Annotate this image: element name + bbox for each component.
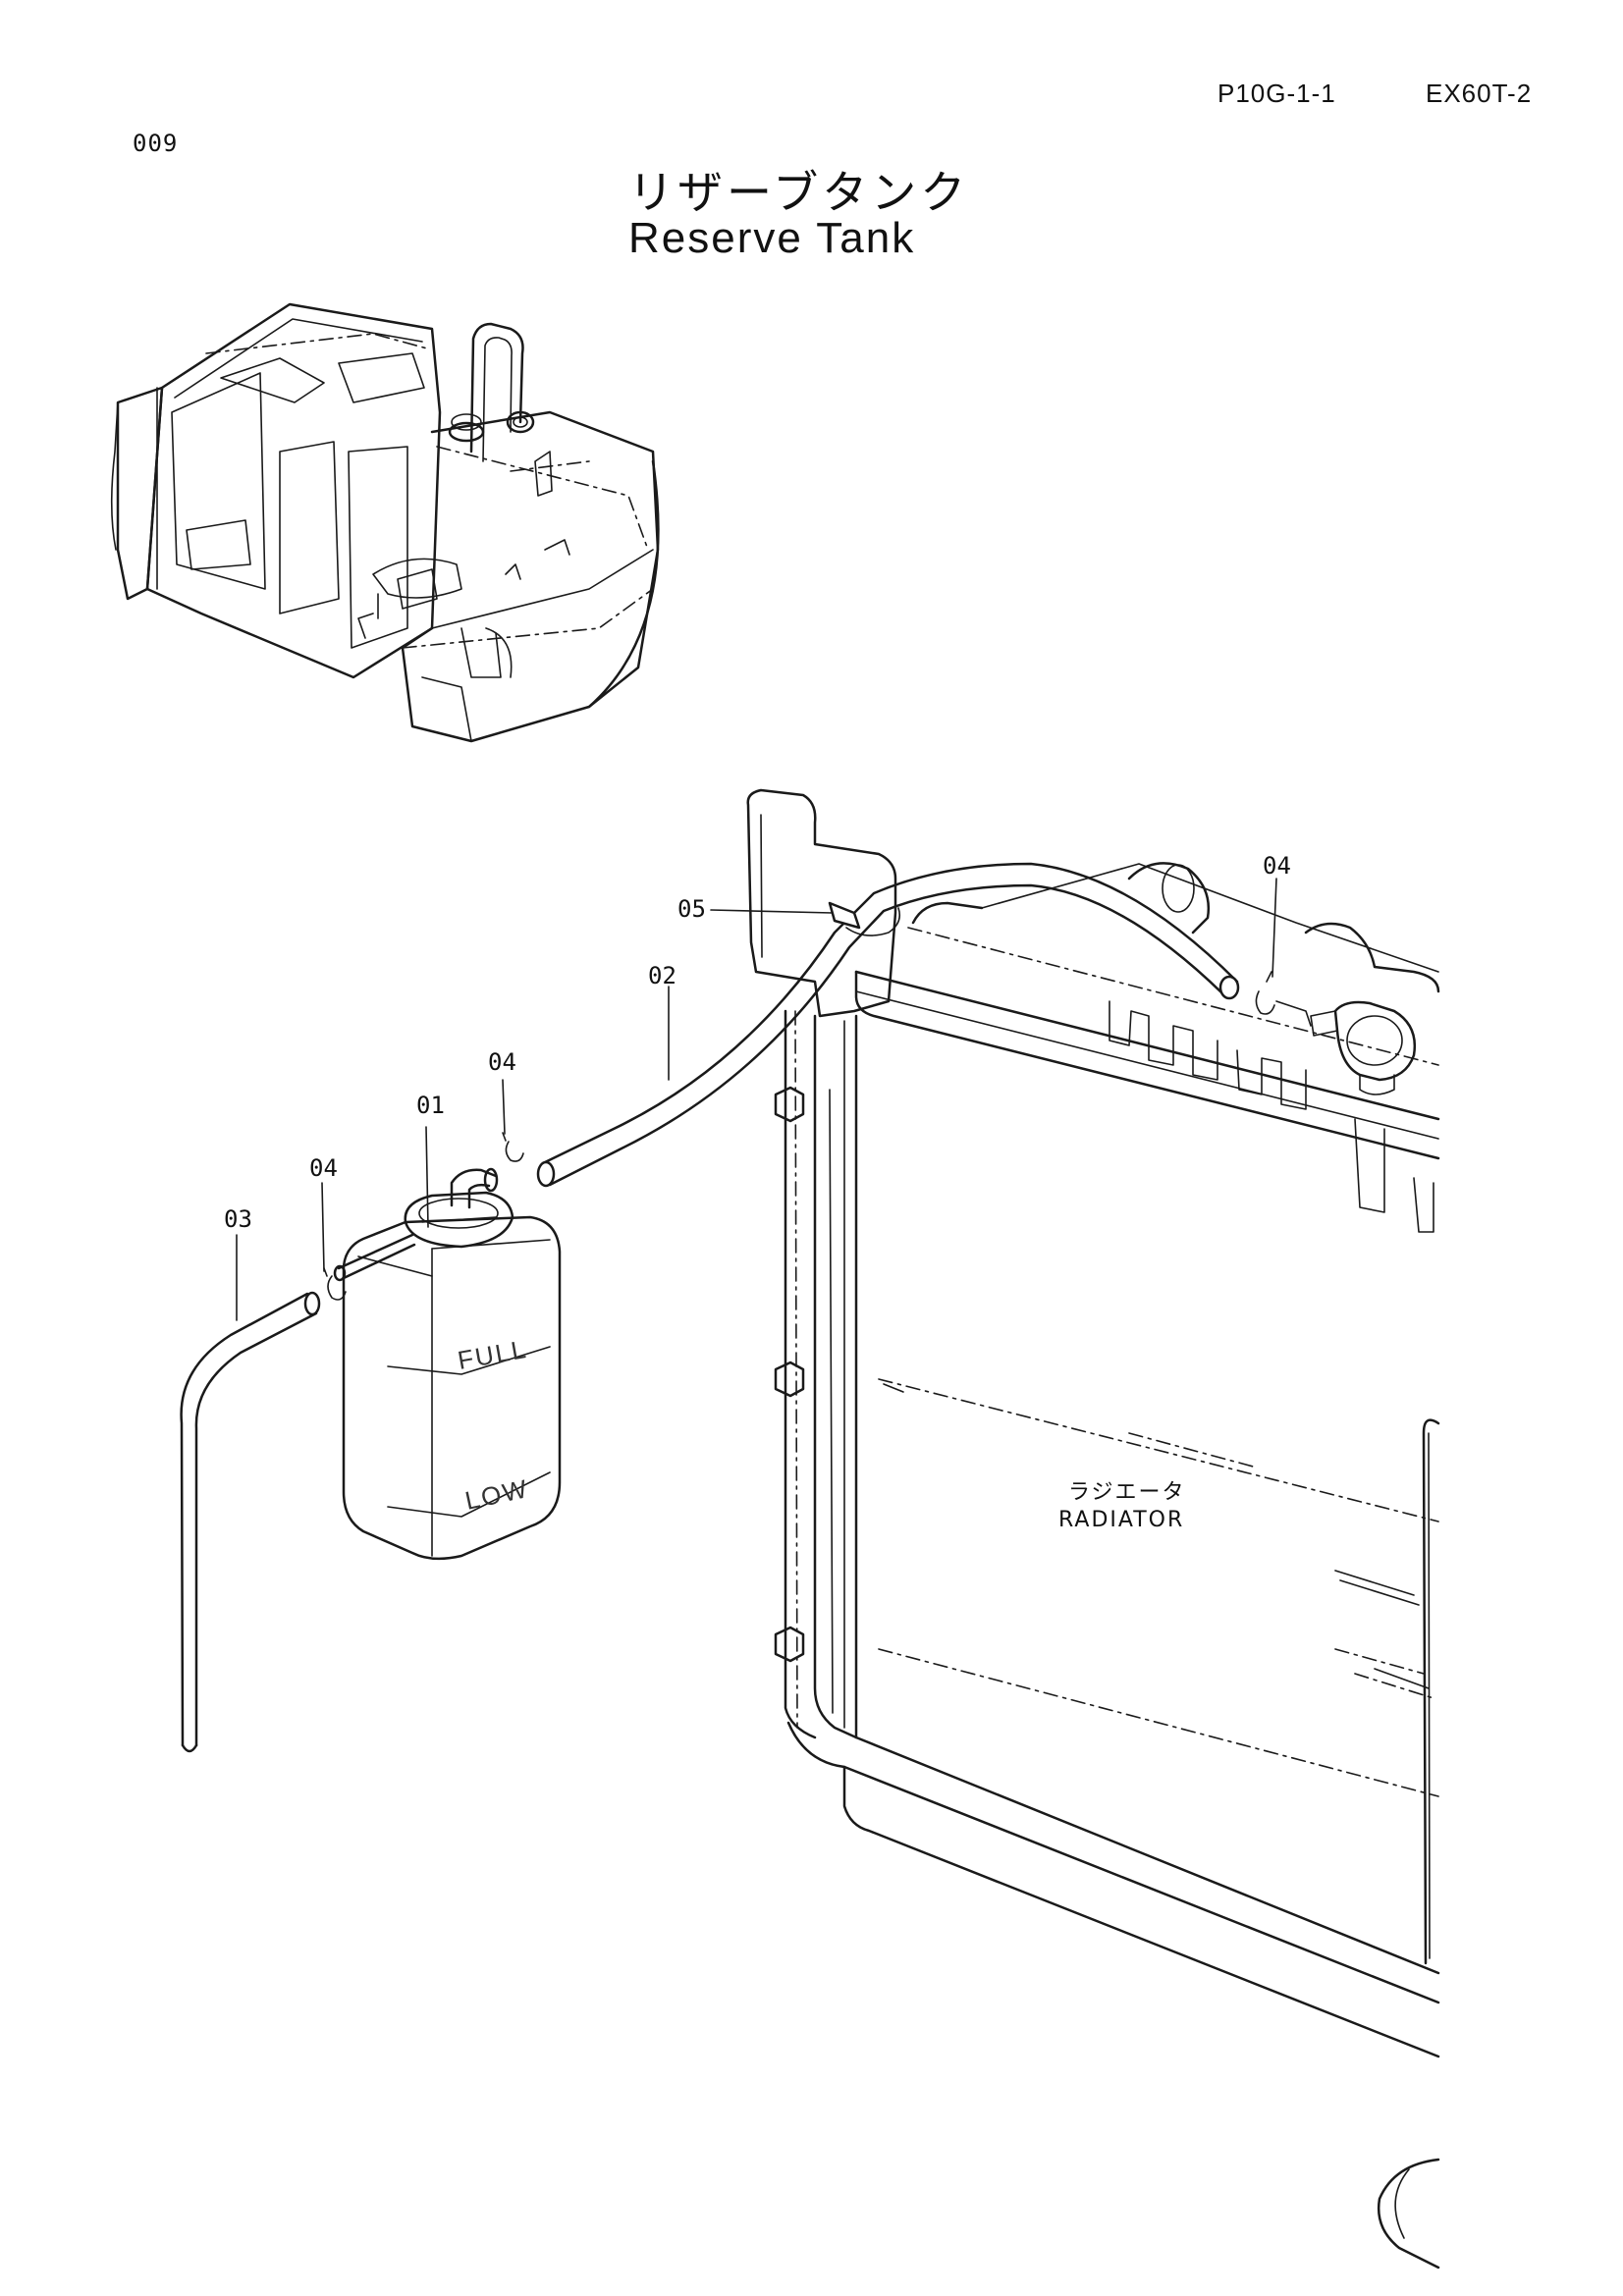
radiator-assembly [746, 788, 1440, 2269]
callout-01: 01 [416, 1092, 445, 1119]
model-number: EX60T-2 [1426, 79, 1533, 108]
title-english: Reserve Tank [628, 214, 916, 262]
callout-05: 05 [677, 895, 706, 923]
callout-03: 03 [224, 1205, 252, 1233]
radiator-label-japanese: ラジエータ [1068, 1480, 1186, 1505]
callout-04-right: 04 [1263, 852, 1291, 880]
clamp-05 [828, 901, 901, 936]
callout-04-center: 04 [488, 1048, 516, 1076]
hose-03 [180, 1291, 321, 1753]
reserve-tank-01: FULL LOW [333, 1167, 562, 1561]
radiator-label-english: RADIATOR [1058, 1508, 1185, 1532]
title-japanese: リザーブタンク [628, 166, 970, 219]
low-mark-label: LOW [462, 1473, 531, 1516]
full-mark-label: FULL [456, 1334, 530, 1375]
machine-overview-illustration [110, 302, 660, 743]
sheet-number: 009 [133, 130, 179, 157]
hose-02 [536, 862, 1240, 1188]
clamps-04 [323, 971, 1275, 1301]
page-code: P10G-1-1 [1217, 79, 1336, 108]
callout-02: 02 [648, 962, 676, 989]
callout-04-left: 04 [309, 1154, 338, 1182]
leader-lines [236, 878, 1277, 1321]
